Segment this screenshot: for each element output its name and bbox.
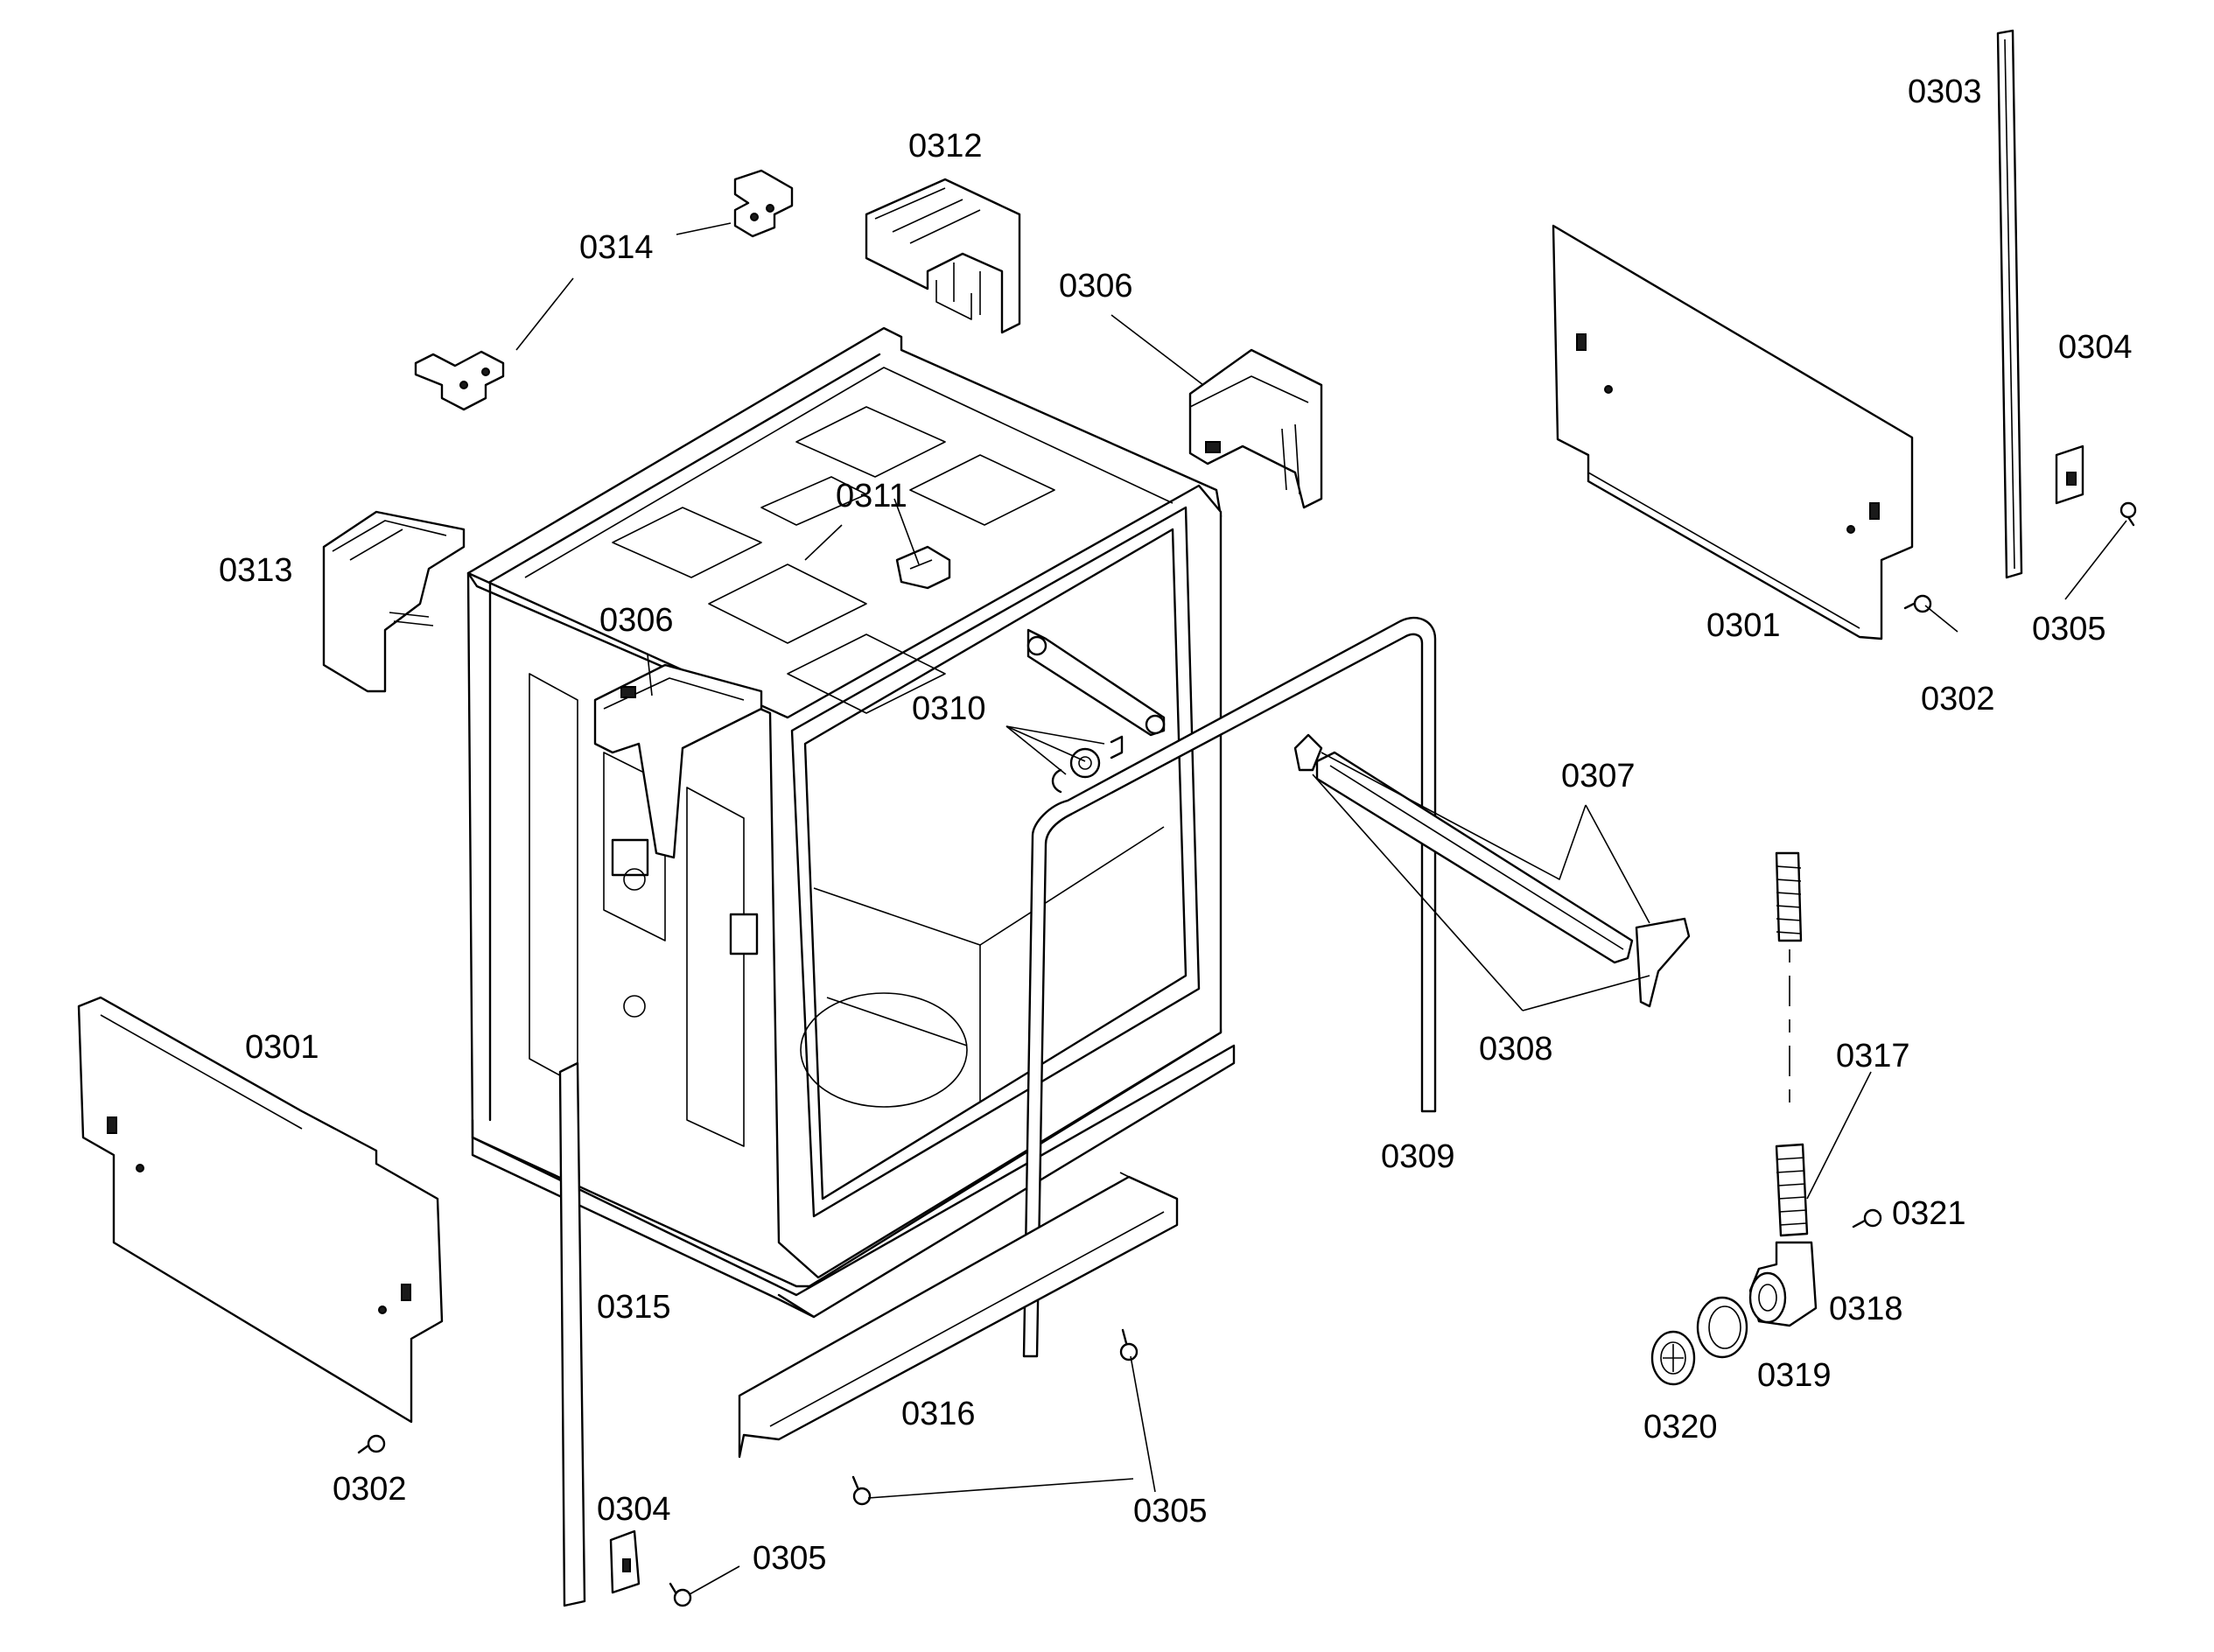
label-0306-right: 0306 [1059,268,1133,304]
part-0311-clip [895,545,951,590]
part-0308-clip-a [1293,733,1323,772]
label-0308: 0308 [1479,1031,1553,1068]
label-0318: 0318 [1829,1291,1903,1327]
part-0312-hinge [865,178,1021,334]
label-0307: 0307 [1561,758,1636,794]
label-0311: 0311 [836,478,907,514]
label-0313: 0313 [219,552,293,589]
part-0301-panel-left [77,996,444,1424]
part-0313-hinge [322,510,466,693]
part-0306-cover-left [593,663,763,859]
label-0315: 0315 [597,1289,671,1326]
part-0304-clip-right [2055,444,2084,505]
screw-0321 [1852,1208,1882,1228]
screw-0305-right [2119,501,2137,527]
part-0320-cap [1650,1330,1696,1386]
part-0319-ring [1696,1296,1748,1359]
label-0304-bottom: 0304 [597,1491,671,1528]
part-0310-rail [1026,628,1166,794]
label-0303: 0303 [1908,74,1982,110]
label-0320: 0320 [1643,1409,1718,1446]
label-0316: 0316 [901,1396,976,1432]
label-0304-right: 0304 [2058,329,2133,366]
label-0309: 0309 [1381,1138,1455,1175]
screw-0305-bottom-left [669,1582,692,1607]
part-0317-hose [1775,851,1809,1237]
label-0301-right: 0301 [1706,607,1781,644]
screw-0302-right [1903,594,1932,613]
label-0301-left: 0301 [245,1029,319,1066]
label-0306-left: 0306 [599,602,674,639]
part-0303-strip [1996,29,2023,579]
part-0301-panel-right [1552,224,1914,640]
screw-0305-bottom-center-b [1119,1328,1139,1362]
part-0304-clip-bottom [609,1530,641,1594]
screw-0305-bottom-center-a [851,1475,872,1506]
part-0306-cover-right [1188,348,1323,509]
screw-0302-left [357,1434,386,1454]
label-0317: 0317 [1836,1038,1910,1074]
label-0302-right: 0302 [1921,681,1995,718]
label-0319: 0319 [1757,1357,1832,1394]
part-0308-clip-b [1635,917,1691,1008]
label-0305-bottom-left: 0305 [753,1540,827,1577]
part-0316-rail [738,1172,1179,1459]
part-0315-strip [558,1061,586,1607]
label-0321: 0321 [1892,1195,1966,1232]
label-0305-right: 0305 [2032,611,2106,648]
part-0314-bracket-lower [414,350,505,411]
label-0302-left: 0302 [333,1471,407,1508]
label-0305-bottom-center: 0305 [1133,1493,1208,1530]
label-0312: 0312 [908,128,983,164]
part-0309-seal [1022,616,1437,1358]
tub-frame [466,326,1236,1319]
part-0314-bracket-upper [733,169,794,238]
label-0310: 0310 [912,690,986,727]
label-0314: 0314 [579,229,654,266]
leader-lines [515,222,2127,1595]
part-0318-connector [1748,1241,1818,1327]
